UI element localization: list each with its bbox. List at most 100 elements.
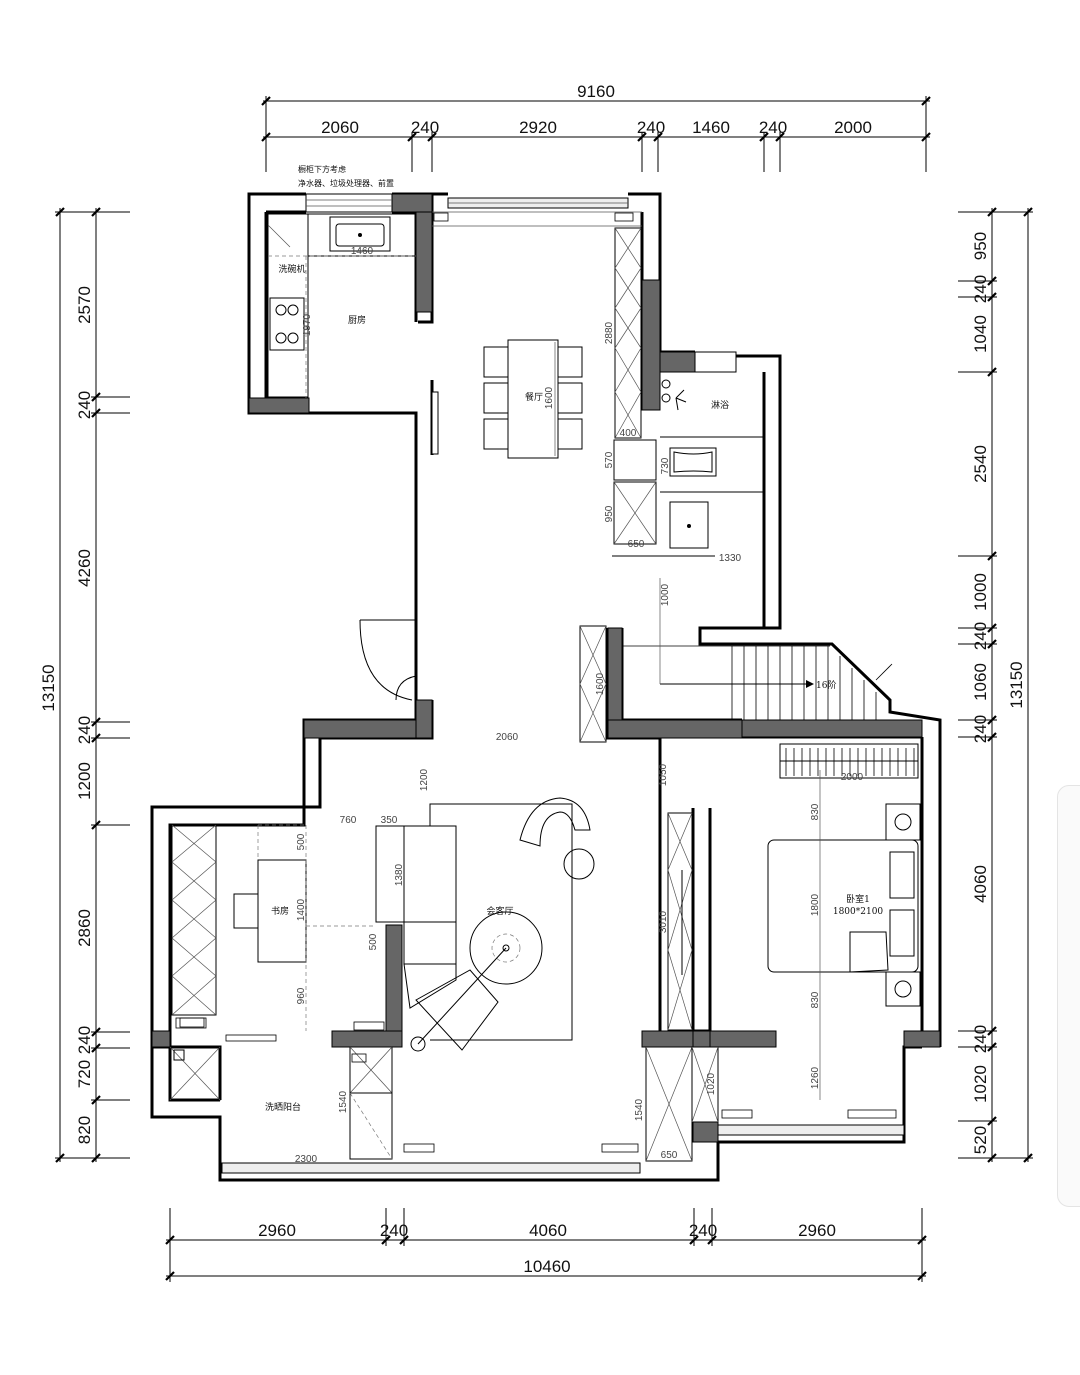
left-dim-8: 720 [75,1060,94,1088]
living-label: 会客厅 [486,905,513,917]
dishwasher-label: 洗碗机 [278,263,305,275]
top-dim-2: 240 [411,118,439,137]
top-dim-7: 2000 [834,118,872,137]
note-line-1: 橱柜下方考虑 [298,164,346,174]
left-dim-7: 240 [75,1026,94,1054]
bed-1260-dim: 1260 [810,1066,821,1089]
right-dim-3: 1040 [971,315,990,353]
bed-2000-dim: 2000 [841,772,864,783]
top-total-dim: 9160 [577,82,615,101]
left-dim-3: 4260 [75,549,94,587]
right-dim-4: 2540 [971,445,990,483]
dining-label: 餐厅 [525,391,543,403]
cabinet-run-dim: 2880 [604,321,615,344]
right-dim-12: 520 [971,1126,990,1154]
note-line-2: 净水器、垃圾处理器、前置 [298,178,394,188]
right-total-dim: 13150 [1007,661,1026,708]
study-label: 书房 [271,905,289,917]
bath-1330-dim: 1330 [719,553,742,564]
balcony-1540-dim: 1540 [338,1090,349,1113]
left-dim-2: 240 [75,391,94,419]
bottom-dimension-lines: 2960 240 4060 240 2960 10460 [165,1208,927,1282]
living-1380-dim: 1380 [394,863,405,886]
study-500-dim: 500 [296,833,307,850]
left-dim-1: 2570 [75,286,94,324]
wash-650-dim: 650 [628,539,645,550]
stair-1600-dim: 1600 [595,672,606,695]
top-dim-5: 1460 [692,118,730,137]
study: 书房 500 1400 960 [171,824,376,1042]
bed-830-bottom-dim: 830 [810,991,821,1008]
hall-3010-dim: 3010 [658,910,669,933]
bed-size-label: 1800*2100 [833,907,884,917]
structural-columns [151,193,941,1143]
dining: 1600 餐厅 2880 400 [431,227,642,459]
bedroom: 卧室1 1800*2100 2000 830 1800 830 1260 [767,743,921,1100]
entry-door: 2060 [359,619,519,743]
bottom-dim-3: 4060 [529,1221,567,1240]
bottom-dim-5: 2960 [798,1221,836,1240]
right-dim-2: 240 [971,275,990,303]
entry-1020-dim: 1020 [706,1072,717,1095]
left-dim-9: 820 [75,1116,94,1144]
left-dim-4: 240 [75,716,94,744]
wash-730-dim: 730 [660,457,671,474]
bottom-dim-4: 240 [689,1221,717,1240]
right-dim-9: 4060 [971,865,990,903]
top-dim-1: 2060 [321,118,359,137]
top-dim-6: 240 [759,118,787,137]
living-350-dim: 350 [381,815,398,826]
laundry-balcony-label: 洗晒阳台 [265,1101,301,1113]
hall-2060-dim: 2060 [496,732,519,743]
living-1200-dim: 1200 [419,768,430,791]
top-dim-4: 240 [637,118,665,137]
top-dimension-lines: 9160 2060 240 2920 240 1460 240 2000 [261,82,931,172]
entry-cabinets: 1050 3010 1540 650 1020 [634,763,719,1162]
right-dimension-lines: 13150 950 240 1040 2540 1000 240 1060 24… [958,207,1033,1163]
stairs-label: 16阶 [816,679,836,691]
top-dim-3: 2920 [519,118,557,137]
kitchen-sink-dim: 1460 [351,246,374,257]
right-dim-5: 1000 [971,573,990,611]
entry-1540-dim: 1540 [634,1098,645,1121]
corridor-1000-dim: 1000 [660,583,671,606]
kitchen-counter-dim: 1970 [302,313,313,336]
right-dim-6: 240 [971,622,990,650]
left-dim-6: 2860 [75,909,94,947]
scrollbar-handle[interactable] [1057,785,1080,1207]
right-dim-10: 240 [971,1025,990,1053]
bottom-total-dim: 10460 [523,1257,570,1276]
living-500-dim: 500 [368,933,379,950]
hall-1050-dim: 1050 [658,763,669,786]
kitchen: 1460 1970 洗碗机 厨房 橱柜下方考虑 净水器、垃圾处理器、前置 [267,164,417,398]
study-960-dim: 960 [296,987,307,1004]
living-room: 会客厅 1200 760 350 1380 500 [340,768,595,1052]
right-dim-7: 1060 [971,663,990,701]
right-dim-11: 1020 [971,1065,990,1103]
bed-1800-dim: 1800 [810,893,821,916]
bottom-dim-1: 2960 [258,1221,296,1240]
wash-570-dim: 570 [604,451,615,468]
right-dim-8: 240 [971,715,990,743]
bed-830-top-dim: 830 [810,803,821,820]
dining-table-dim: 1600 [544,386,555,409]
radiators [179,212,897,1153]
living-760-dim: 760 [340,815,357,826]
study-1400-dim: 1400 [296,898,307,921]
windows [221,193,905,1174]
right-dim-1: 950 [971,232,990,260]
bottom-dim-2: 240 [380,1221,408,1240]
left-dimension-lines: 13150 2570 240 4260 240 1200 2860 240 72… [39,207,130,1163]
left-dim-5: 1200 [75,762,94,800]
left-total-dim: 13150 [39,664,58,711]
entry-650-dim: 650 [661,1150,678,1161]
stairs: 16阶 1000 1600 [579,578,893,743]
laundry-balcony: 洗晒阳台 1540 2300 [169,1046,393,1165]
cabinet-depth-dim: 400 [620,428,637,439]
bathroom: 淋浴 570 730 950 650 1330 [604,379,764,564]
kitchen-label: 厨房 [348,314,366,326]
bedroom-label: 卧室1 [846,893,870,905]
wash-950-dim: 950 [604,505,615,522]
shower-label: 淋浴 [711,399,729,411]
